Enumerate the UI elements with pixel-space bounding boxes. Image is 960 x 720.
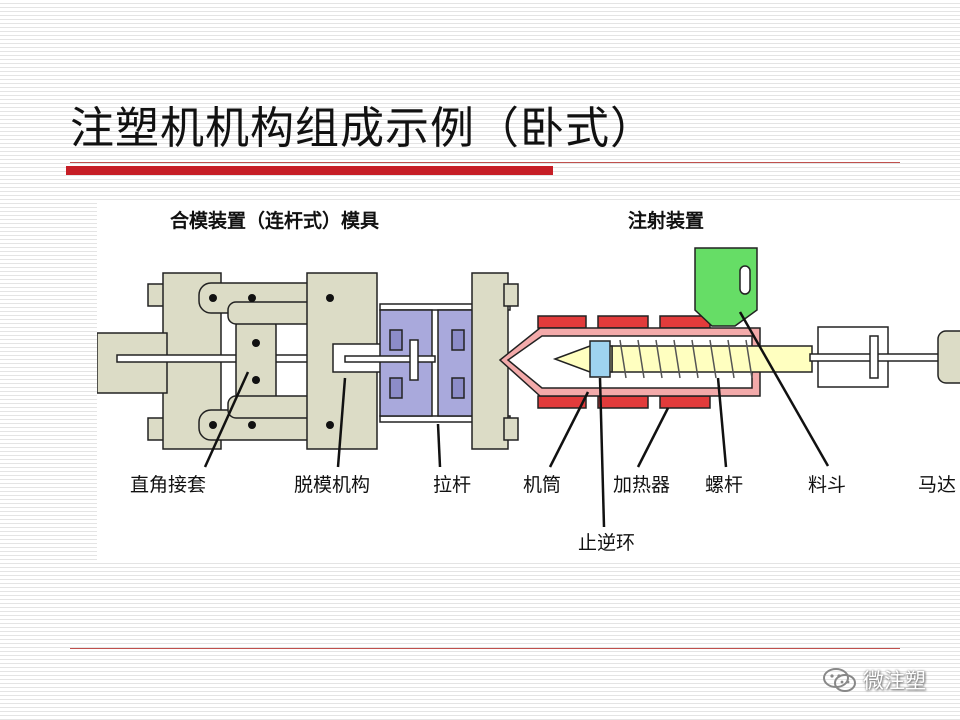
label-barrel: 机筒 [523, 474, 561, 496]
check-ring [589, 340, 611, 378]
label-motor: 马达 [918, 474, 956, 496]
label-check-ring: 止逆环 [578, 532, 635, 554]
label-screw: 螺杆 [705, 474, 743, 496]
machine-diagram: 合模装置（连杆式）模具 注射装置 [97, 200, 960, 562]
pivot-pins [209, 294, 334, 429]
footer-rule [70, 648, 900, 649]
watermark-text: 微注塑 [863, 669, 926, 693]
wechat-icon [823, 668, 856, 692]
ejector-rod [344, 339, 436, 381]
label-tie-bar: 拉杆 [433, 474, 471, 496]
injection-cylinder [809, 326, 951, 388]
label-heater: 加热器 [613, 474, 670, 496]
injection-unit-header: 注射装置 [628, 209, 704, 232]
label-ejector: 脱模机构 [294, 474, 370, 496]
label-hopper: 料斗 [808, 474, 846, 496]
label-toggle-sleeve: 直角接套 [130, 474, 206, 496]
title-underline-thin [70, 162, 900, 163]
watermark: 微注塑 [823, 665, 926, 695]
leader-lines [203, 311, 830, 528]
title-underline-thick [66, 166, 553, 175]
motor [937, 330, 960, 384]
hopper [694, 247, 758, 327]
clamping-unit-header: 合模装置（连杆式）模具 [170, 209, 379, 232]
page-title: 注塑机机构组成示例（卧式） [70, 103, 655, 154]
